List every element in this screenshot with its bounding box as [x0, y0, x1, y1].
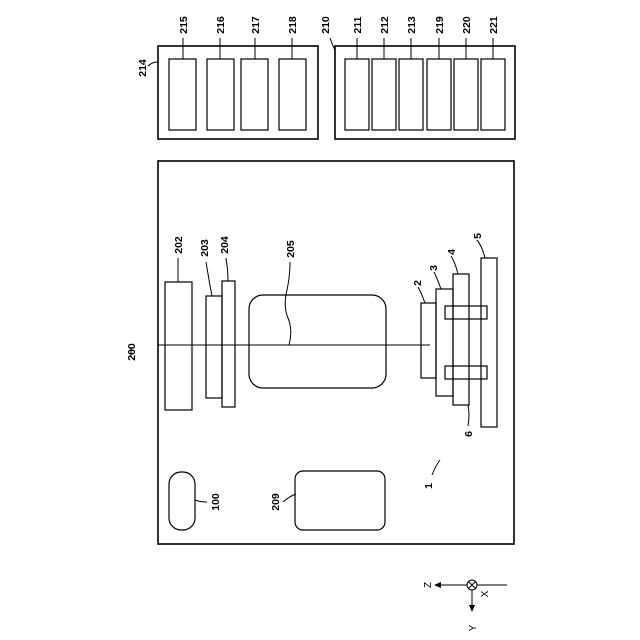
label-100: 100	[210, 493, 222, 511]
label-203: 203	[199, 239, 211, 257]
label-212: 212	[379, 16, 391, 34]
label-213: 213	[406, 16, 418, 34]
label-2: 2	[412, 280, 424, 286]
axis-label-z: Z	[423, 582, 434, 588]
label-202: 202	[173, 236, 185, 254]
label-210: 210	[320, 16, 332, 34]
label-221: 221	[488, 16, 500, 34]
label-214: 214	[137, 59, 149, 77]
label-220: 220	[461, 16, 473, 34]
label-211: 211	[352, 16, 364, 33]
label-6: 6	[463, 431, 475, 437]
label-1: 1	[423, 483, 435, 489]
label-217: 217	[250, 16, 262, 34]
axis-label-x: X	[480, 590, 491, 597]
label-209: 209	[270, 493, 282, 511]
label-200: 200	[126, 343, 138, 361]
label-204: 204	[219, 236, 231, 254]
label-3: 3	[428, 265, 440, 271]
label-205: 205	[285, 240, 297, 258]
apparatus-200	[131, 161, 514, 544]
axis-indicator	[434, 580, 507, 612]
label-5: 5	[472, 233, 484, 239]
label-215: 215	[178, 16, 190, 34]
label-218: 218	[287, 16, 299, 34]
label-219: 219	[434, 16, 446, 34]
unit-214	[148, 38, 318, 139]
unit-210	[330, 38, 515, 139]
axis-label-y: Y	[468, 624, 479, 631]
label-4: 4	[446, 249, 458, 255]
label-216: 216	[215, 16, 227, 34]
